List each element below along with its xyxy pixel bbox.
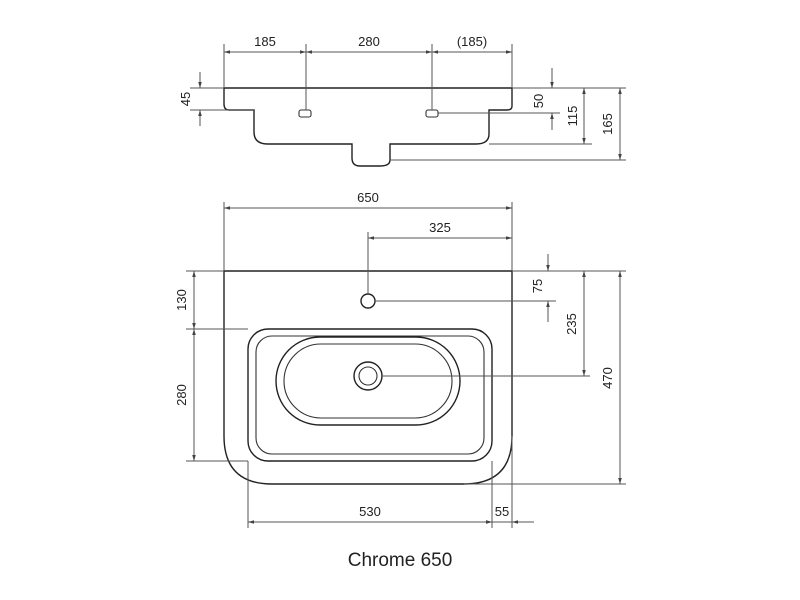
dim-half-width: 325 xyxy=(429,220,451,235)
tap-hole-right xyxy=(425,109,439,118)
dim-side-165: 165 xyxy=(600,113,615,135)
drain xyxy=(353,361,383,391)
dim-side-115: 115 xyxy=(565,106,580,127)
inner-basin-inset xyxy=(255,335,485,455)
dim-overall-width: 650 xyxy=(357,190,379,205)
drain-inner xyxy=(358,366,378,386)
dim-left-280: 280 xyxy=(174,384,189,406)
dim-side-45: 45 xyxy=(178,92,193,106)
side-view: 185 280 (185) 45 50 115 165 xyxy=(178,34,626,167)
bowl xyxy=(275,336,461,426)
dim-right-470: 470 xyxy=(600,367,615,389)
tap-hole-left xyxy=(298,109,312,118)
bowl-inset xyxy=(283,343,453,419)
caption: Chrome 650 xyxy=(348,550,453,571)
side-view-profile xyxy=(223,87,513,167)
dim-left-130: 130 xyxy=(174,289,189,311)
dim-side-280: 280 xyxy=(358,34,380,49)
dim-side-50: 50 xyxy=(531,94,546,108)
dim-bottom-55: 55 xyxy=(495,504,509,519)
dim-side-185-ref: (185) xyxy=(457,34,487,49)
dim-bottom-530: 530 xyxy=(359,504,381,519)
dim-right-75: 75 xyxy=(530,279,545,293)
dim-right-235: 235 xyxy=(564,313,579,335)
inner-basin xyxy=(247,328,493,462)
tap-hole xyxy=(360,293,376,309)
top-view-outline xyxy=(223,270,513,485)
top-view: 650 325 130 280 75 235 470 530 xyxy=(174,190,626,528)
dim-side-185: 185 xyxy=(254,34,276,49)
